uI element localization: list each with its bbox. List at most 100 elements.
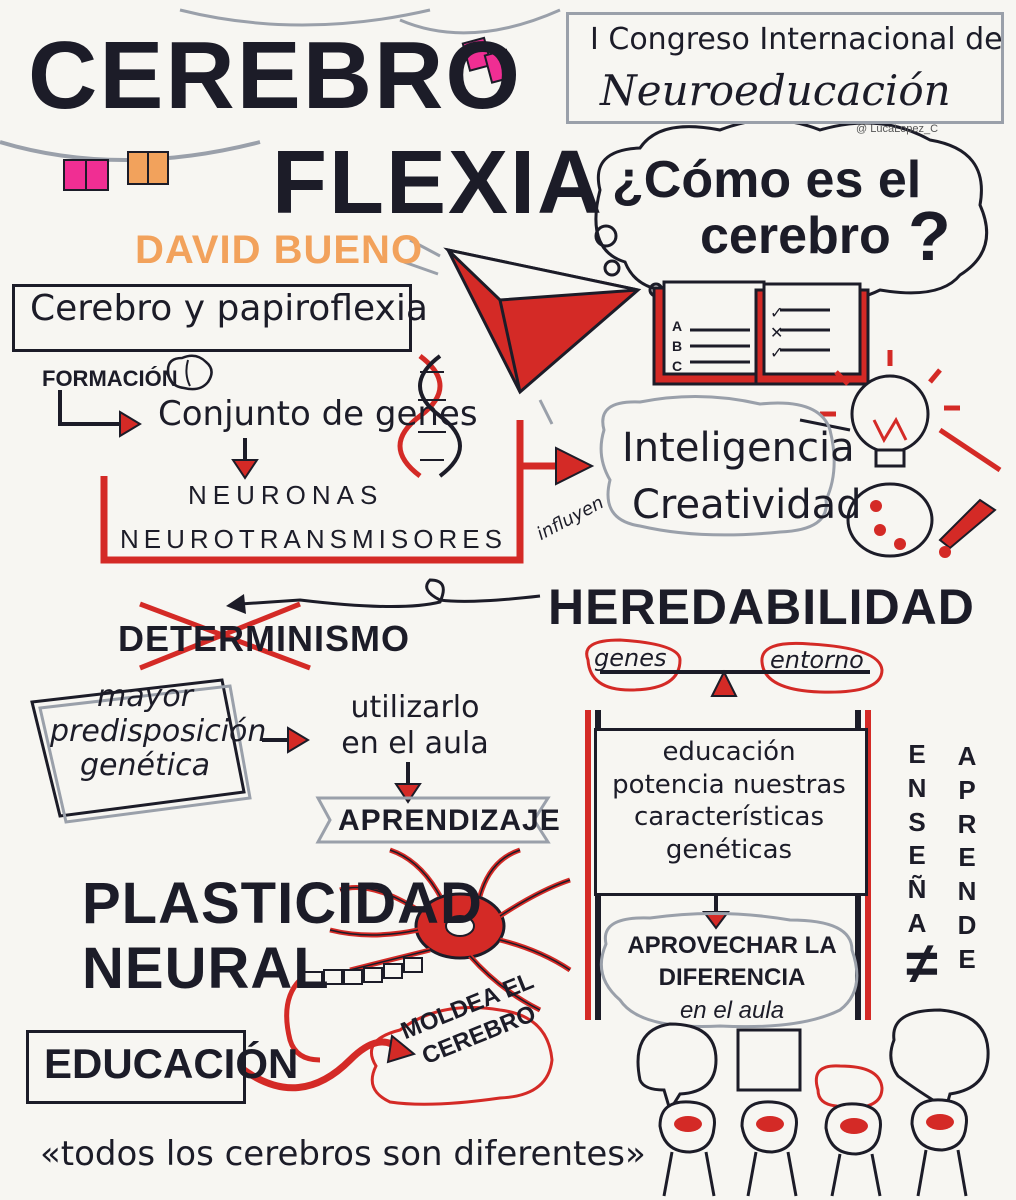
congreso-line1: I Congreso Internacional de	[590, 22, 1003, 57]
thought-dot-1	[594, 224, 618, 248]
main-title-flexia: FLEXIA	[272, 133, 605, 233]
brain-icon	[166, 354, 213, 391]
arrow-head-mayor	[287, 726, 310, 754]
sign-board	[594, 728, 868, 896]
light-bulb-drawing	[799, 350, 1002, 473]
utilizar-line1: utilizarlo	[350, 690, 480, 725]
label-conjunto-genes: Conjunto de genes	[158, 394, 478, 434]
arrow-heredabilidad	[239, 578, 541, 609]
ensena-letter: Ñ	[907, 874, 927, 905]
ensena-letter: N	[907, 772, 927, 803]
label-genes: genes	[594, 644, 667, 672]
main-title-cerebro: CEREBRO	[28, 22, 523, 129]
aprende-letter: P	[958, 774, 976, 805]
cloud-aprovechar	[599, 911, 859, 1029]
students-heads-drawing	[636, 1008, 990, 1197]
label-neurotransmisores: NEUROTRANSMISORES	[120, 524, 507, 554]
mayor-line1: mayor	[96, 679, 194, 714]
bracket-neuronas	[100, 420, 524, 564]
quiz-books-drawing: ✓ ✕ ✓	[652, 280, 870, 386]
label-utilizarlo: utilizarlo en el aula	[320, 690, 510, 762]
label-neuronas: NEURONAS	[188, 480, 384, 510]
thought-dot-2	[603, 259, 621, 277]
label-entorno: entorno	[770, 646, 864, 674]
vertical-ensena: E N S E Ñ A	[902, 738, 932, 941]
question-line2: cerebro	[700, 207, 891, 265]
paper-plane-drawing	[403, 238, 642, 425]
label-aprovechar: APROVECHAR LA DIFERENCIA en el aula	[612, 930, 852, 1027]
dna-helix-drawing	[397, 354, 462, 478]
aprende-letter: R	[957, 808, 977, 839]
label-inteligencia: Inteligencia	[622, 425, 855, 471]
cloud-moldea	[370, 1006, 554, 1106]
paint-palette-drawing	[846, 482, 997, 558]
board-line1: educación	[662, 737, 796, 767]
closing-quote: «todos los cerebros son diferentes»	[40, 1134, 646, 1174]
board-text: educación potencia nuestras característi…	[600, 736, 858, 866]
clip-orange-1	[127, 151, 169, 185]
ribbon-aprendizaje	[315, 796, 551, 844]
vertical-aprende: A P R E N D E	[952, 740, 982, 977]
bunting-string-left	[0, 140, 261, 162]
label-plasticidad-neural: PLASTICIDAD NEURAL	[82, 871, 483, 1002]
arrow-head-educacion	[386, 1034, 417, 1064]
subtitle-box	[12, 284, 412, 352]
cross-determinismo-2	[139, 601, 301, 671]
congreso-line2: Neuroeducación	[600, 66, 951, 115]
aprende-letter: E	[958, 842, 976, 873]
label-heredabilidad: HEREDABILIDAD	[548, 579, 975, 635]
quiz-letter-a: A	[672, 318, 683, 334]
box-educacion	[26, 1030, 246, 1104]
neuron-drawing	[284, 847, 572, 1063]
main-title-dash: -	[385, 23, 417, 123]
box-mayor-predisposicion: mayor predisposición genética	[50, 679, 267, 784]
aprovechar-line1: APROVECHAR LA	[627, 932, 837, 959]
plasticidad-line2: NEURAL	[82, 935, 330, 1001]
board-line2: potencia nuestras	[612, 769, 846, 800]
label-determinismo: DETERMINISMO	[118, 618, 411, 659]
ensena-letter: E	[908, 739, 926, 769]
arrow-educacion	[241, 1038, 403, 1092]
label-creatividad: Creatividad	[632, 482, 862, 528]
arrow-head-utilizar	[394, 783, 422, 804]
arrow-head-heredabilidad	[226, 594, 246, 614]
balance-scale-drawing	[585, 638, 884, 697]
board-line4: genéticas	[665, 834, 793, 865]
bunting-string-right	[399, 8, 561, 35]
congreso-box	[566, 12, 1004, 124]
arrow-head-formacion	[119, 410, 142, 438]
speaker-name: DAVID BUENO	[135, 228, 424, 272]
quiz-letter-b: B	[672, 338, 683, 354]
clip-pink-2	[461, 36, 515, 84]
utilizar-line2: en el aula	[341, 726, 489, 761]
aprende-letter: D	[957, 909, 977, 940]
talk-subtitle: Cerebro y papiroflexia	[30, 288, 428, 329]
label-aprendizaje: APRENDIZAJE	[338, 804, 561, 837]
box-mayor	[30, 678, 246, 818]
bunting-string-top	[179, 8, 431, 27]
svg-text:✕: ✕	[770, 323, 783, 342]
ensena-letter: S	[908, 806, 926, 837]
board-line3: características	[634, 802, 824, 832]
aprende-letter: N	[957, 876, 977, 907]
arrow-head-conjunto	[231, 459, 259, 480]
clip-pink-1	[63, 159, 109, 191]
aprende-letter: A	[957, 741, 977, 771]
cloud-inteligencia	[599, 395, 836, 537]
ensena-letter: E	[908, 840, 926, 871]
box-mayor-shadow	[38, 684, 252, 824]
aprovechar-line2: DIFERENCIA	[658, 964, 806, 992]
mayor-line3: genética	[80, 748, 210, 783]
plasticidad-line1: PLASTICIDAD	[82, 871, 483, 936]
label-formacion: FORMACIÓN	[42, 366, 178, 391]
arrow-formacion	[58, 390, 120, 426]
quiz-letter-c: C	[672, 358, 683, 374]
ensena-letter: A	[907, 907, 927, 938]
aprende-letter: E	[958, 943, 976, 974]
mayor-line2: predisposición	[50, 713, 267, 749]
svg-text:✓: ✓	[770, 343, 783, 362]
label-educacion: EDUCACIÓN	[44, 1040, 299, 1087]
aprovechar-line3: en el aula	[679, 996, 785, 1024]
author-credit: @ LucaLopez_C	[856, 123, 939, 135]
